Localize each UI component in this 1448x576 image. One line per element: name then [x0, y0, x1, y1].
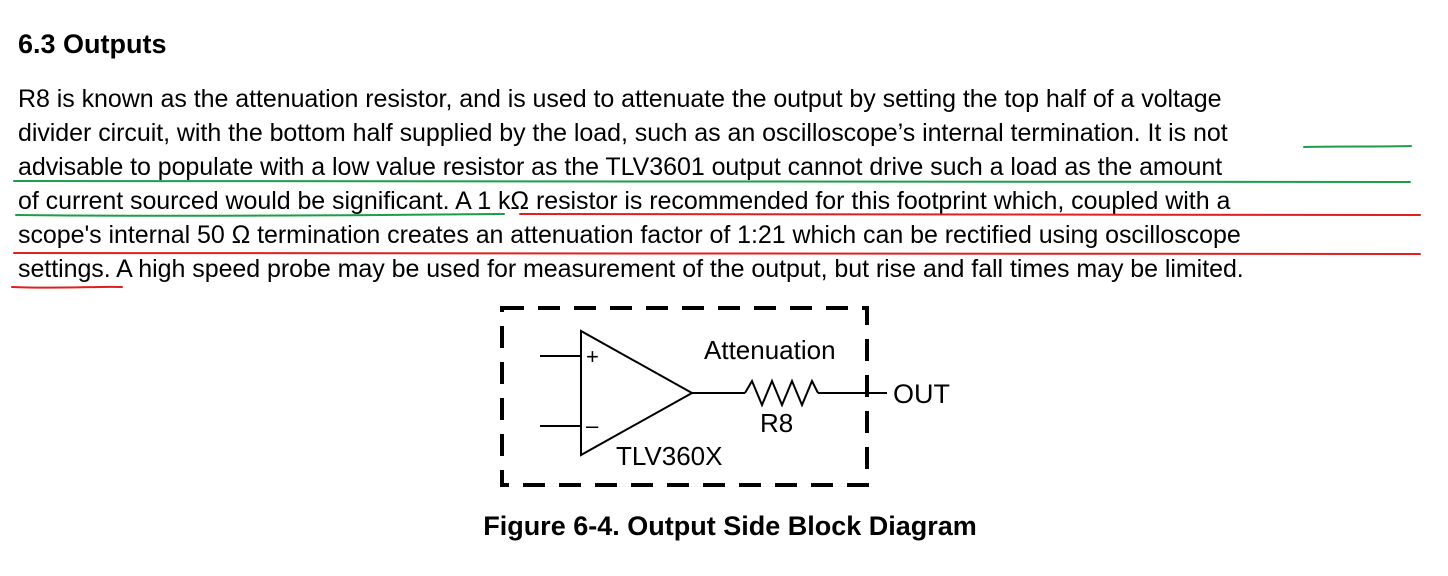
paragraph-line: scope's internal 50 Ω termination create… [18, 221, 1241, 249]
section-heading: 6.3 Outputs [18, 29, 167, 59]
resistor-label: R8 [760, 408, 793, 438]
green-underline [15, 213, 505, 217]
plus-sign: + [586, 344, 599, 369]
paragraph-line: advisable to populate with a low value r… [18, 153, 1223, 181]
out-label: OUT [893, 379, 950, 409]
red-underline [11, 285, 123, 289]
resistor-r8-symbol [744, 378, 819, 408]
green-underline [13, 180, 1411, 183]
red-underline [519, 213, 1421, 216]
comparator-symbol [580, 329, 695, 457]
paragraph-line: of current sourced would be significant.… [18, 187, 1231, 215]
dashed-enclosure [500, 306, 869, 487]
attenuation-label: Attenuation [704, 335, 836, 365]
figure-caption: Figure 6-4. Output Side Block Diagram [483, 511, 977, 541]
paragraph-line: settings. A high speed probe may be used… [18, 255, 1244, 283]
paragraph-line: R8 is known as the attenuation resistor,… [18, 85, 1222, 113]
green-underline [1303, 145, 1412, 148]
amplifier-label: TLV360X [616, 441, 722, 471]
minus-sign: – [586, 413, 599, 438]
red-underline [13, 252, 1421, 255]
paragraph-line: divider circuit, with the bottom half su… [18, 119, 1228, 147]
